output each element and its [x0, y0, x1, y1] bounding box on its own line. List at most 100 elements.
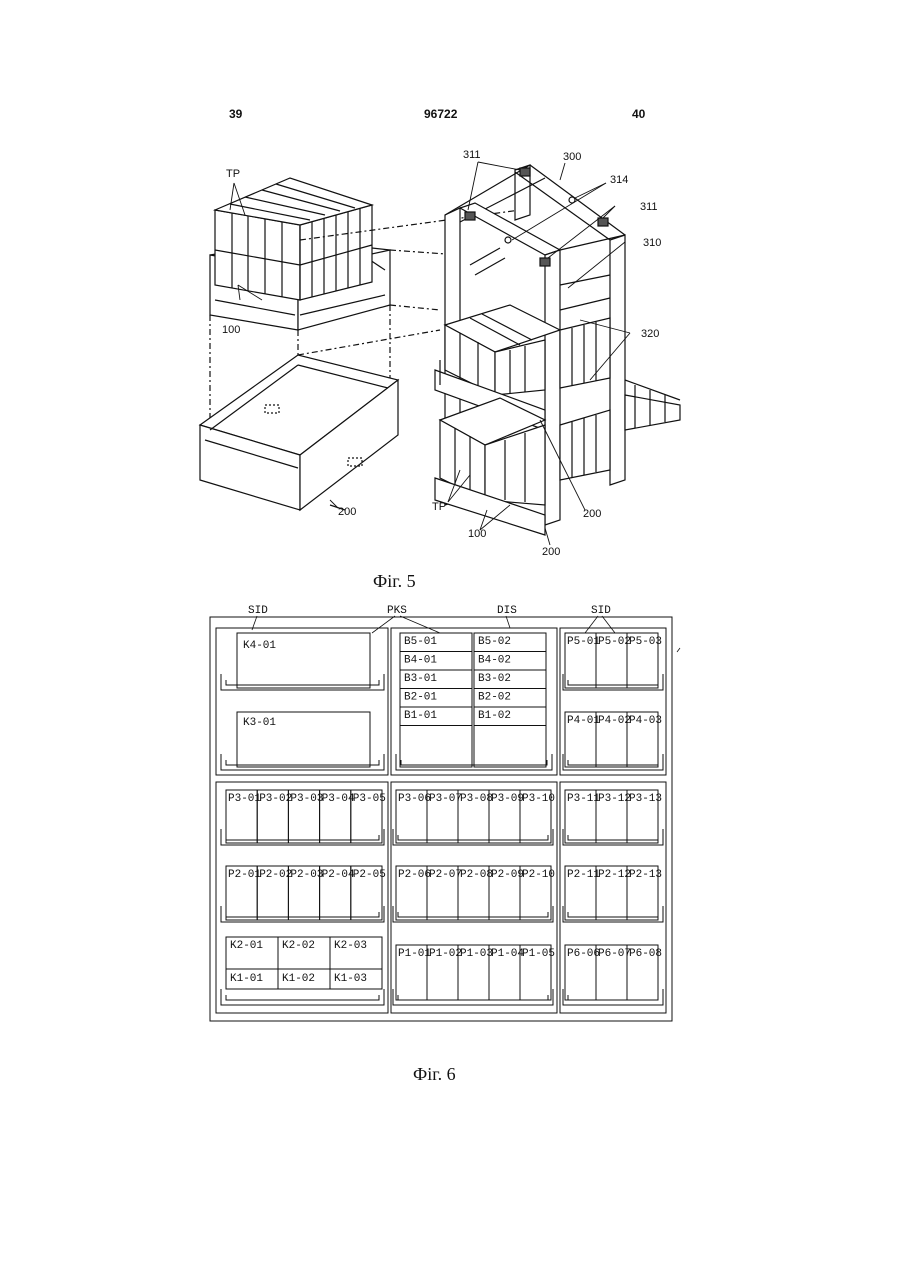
- shelf-lip: [398, 995, 548, 1000]
- shelf-lip: [568, 995, 658, 1000]
- shelf-lip: [398, 835, 548, 840]
- page-number-left: 39: [229, 107, 242, 121]
- slot-label: P3-07: [429, 793, 462, 805]
- section-right-bottom: [560, 782, 666, 1013]
- page-number-right: 40: [632, 107, 645, 121]
- slot-label-k4: K4-01: [243, 640, 276, 652]
- slot-label: P2-07: [429, 869, 462, 881]
- label-tp-top: TP: [226, 168, 240, 180]
- slot-label: P3-11: [567, 793, 600, 805]
- slot-label: P1-02: [429, 948, 462, 960]
- shelf-lip: [226, 680, 379, 685]
- slot-label: K2-01: [230, 940, 263, 952]
- shelf-lip: [568, 912, 658, 917]
- callout-dis: DIS: [497, 605, 517, 617]
- shelf-tray: [221, 989, 384, 1005]
- slot-label: P2-06: [398, 869, 431, 881]
- slot-label: P3-08: [460, 793, 493, 805]
- slot-label: B2-01: [404, 692, 437, 704]
- slot-label: P3-02: [259, 793, 292, 805]
- slot-label: P3-04: [322, 793, 355, 805]
- slot-label: B1-01: [404, 710, 437, 722]
- shelf-tray: [221, 754, 384, 770]
- slot-label: P2-13: [629, 869, 662, 881]
- slot-label: P3-05: [353, 793, 386, 805]
- slot-label: P5-01: [567, 636, 600, 648]
- slot-label: K1-01: [230, 973, 263, 985]
- label-tp-bottom: TP: [432, 501, 446, 513]
- slot-label: P3-03: [290, 793, 323, 805]
- figure-5-caption: Фіг. 5: [373, 571, 416, 592]
- slot-label: K1-03: [334, 973, 367, 985]
- label-200-left: 200: [338, 506, 356, 518]
- label-314: 314: [610, 174, 628, 186]
- slot-label: P1-01: [398, 948, 431, 960]
- slot-label: B4-01: [404, 655, 437, 667]
- slot-label: P3-12: [598, 793, 631, 805]
- slot-label: P1-04: [491, 948, 524, 960]
- shelf-lip: [226, 835, 379, 840]
- slot-label: P2-09: [491, 869, 524, 881]
- section-left-top: [216, 628, 388, 775]
- shelf-lip: [568, 680, 658, 685]
- callout-pks: PKS: [387, 605, 407, 617]
- slot-label: K2-03: [334, 940, 367, 952]
- shelf-tray: [563, 754, 663, 770]
- slot-label: B1-02: [478, 710, 511, 722]
- slot-label: P2-02: [259, 869, 292, 881]
- slot-label: P1-05: [522, 948, 555, 960]
- shelf-lip: [226, 995, 379, 1000]
- shelf-lip: [568, 835, 658, 840]
- slot-label: P2-12: [598, 869, 631, 881]
- patent-number: 96722: [424, 107, 457, 121]
- label-300: 300: [563, 151, 581, 163]
- callout-sid-left: SID: [248, 605, 268, 617]
- label-310: 310: [643, 237, 661, 249]
- slot-label: P3-06: [398, 793, 431, 805]
- label-311-a: 311: [463, 149, 481, 161]
- label-200-bottom: 200: [542, 546, 560, 558]
- slot-label: B2-02: [478, 692, 511, 704]
- shelf-lip: [398, 912, 548, 917]
- slot-label: B5-01: [404, 636, 437, 648]
- slot-label: P1-03: [460, 948, 493, 960]
- shelf-lip: [226, 912, 379, 917]
- label-100-bottom: 100: [468, 528, 486, 540]
- slot-label: P4-03: [629, 715, 662, 727]
- slot-label: P2-03: [290, 869, 323, 881]
- slot-label: P5-02: [598, 636, 631, 648]
- slot-label: P2-08: [460, 869, 493, 881]
- slot-label: P3-09: [491, 793, 524, 805]
- slot-label: P6-08: [629, 948, 662, 960]
- slot-label: P6-06: [567, 948, 600, 960]
- slot-label: B4-02: [478, 655, 511, 667]
- section-right-top: [560, 628, 666, 775]
- base-200-left: [200, 355, 398, 510]
- figure-5-drawing: TP 100 200 311 300 314 311 310 320 TP 10…: [0, 140, 901, 570]
- slot-label: B3-02: [478, 673, 511, 685]
- slot-label: P2-11: [567, 869, 600, 881]
- label-200-mid: 200: [583, 508, 601, 520]
- slot-label: P5-03: [629, 636, 662, 648]
- shelf-lip: [568, 760, 658, 765]
- slot-label: P3-13: [629, 793, 662, 805]
- slot-label: P3-10: [522, 793, 555, 805]
- slot-label-k3: K3-01: [243, 717, 276, 729]
- figure-6-caption: Фіг. 6: [413, 1064, 456, 1085]
- shelf-tray: [563, 989, 663, 1005]
- slot-label: K2-02: [282, 940, 315, 952]
- slot-label: P2-01: [228, 869, 261, 881]
- slot-label: P4-02: [598, 715, 631, 727]
- figure-6-drawing: K4-01K3-01B5-01B4-01B3-01B2-01B1-01B5-02…: [0, 595, 901, 1030]
- slot-label: P2-04: [322, 869, 355, 881]
- shelf-tray: [393, 989, 553, 1005]
- slot-label: P2-10: [522, 869, 555, 881]
- slot-label: P2-05: [353, 869, 386, 881]
- slot-label: P6-07: [598, 948, 631, 960]
- slot-label: P4-01: [567, 715, 600, 727]
- cabinet-frame: [210, 617, 672, 1021]
- label-311-b: 311: [640, 201, 658, 213]
- slot-label: P3-01: [228, 793, 261, 805]
- shelf-lip: [226, 760, 379, 765]
- slot-label: B3-01: [404, 673, 437, 685]
